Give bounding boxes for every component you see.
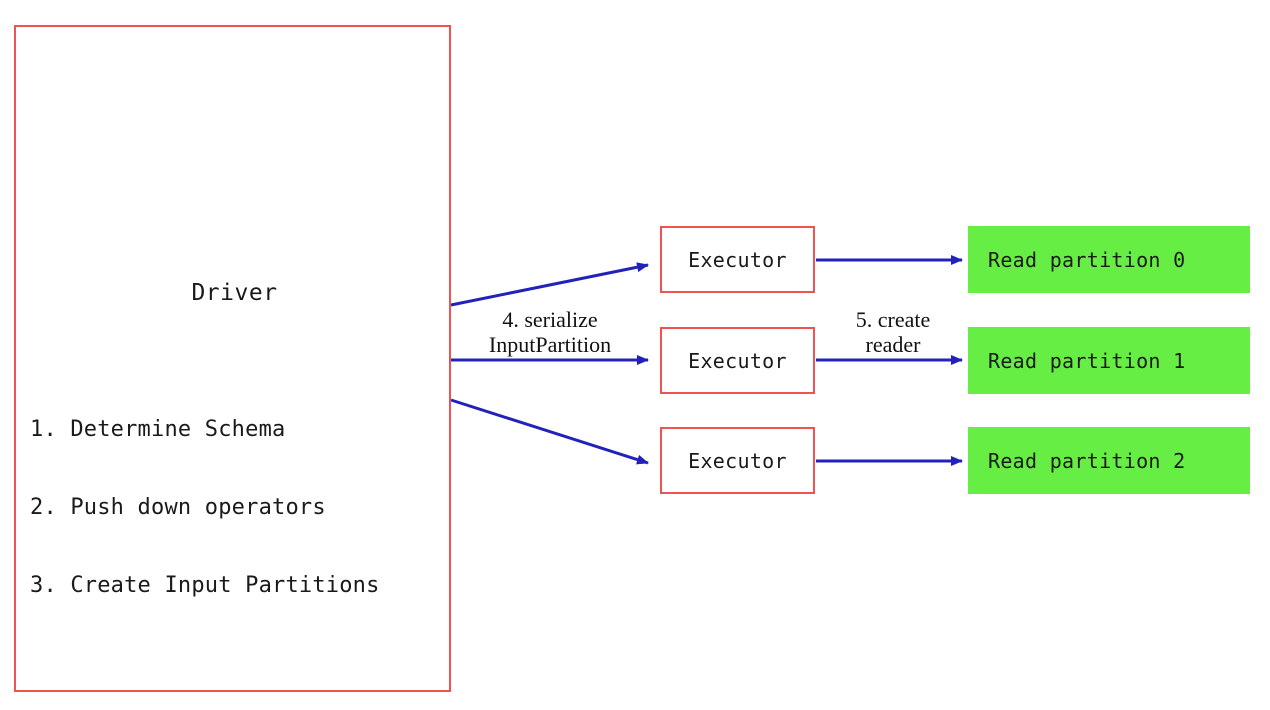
partition-label-2: Read partition 2	[988, 448, 1186, 473]
executor-node-2: Executor	[660, 427, 815, 494]
partition-node-0: Read partition 0	[968, 226, 1250, 293]
edge-label-serialize-line1: 4. serialize	[502, 307, 598, 332]
driver-node: Driver 1. Determine Schema 2. Push down …	[14, 25, 451, 692]
partition-node-1: Read partition 1	[968, 327, 1250, 394]
edge-label-create-reader-line1: 5. create	[855, 307, 931, 332]
executor-label-1: Executor	[688, 348, 787, 373]
executor-node-0: Executor	[660, 226, 815, 293]
executor-node-1: Executor	[660, 327, 815, 394]
arrow-driver-to-executor-0	[450, 262, 649, 307]
arrow-driver-to-executor-2	[450, 398, 649, 465]
partition-label-1: Read partition 1	[988, 348, 1186, 373]
edge-label-serialize: 4. serialize InputPartition	[460, 307, 640, 357]
driver-step-3: 3. Create Input Partitions	[30, 573, 380, 598]
driver-step-2: 2. Push down operators	[30, 495, 326, 520]
edge-label-create-reader-line2: reader	[865, 332, 921, 357]
partition-label-0: Read partition 0	[988, 247, 1186, 272]
driver-step-1: 1. Determine Schema	[30, 417, 286, 442]
edge-label-create-reader: 5. create reader	[833, 307, 953, 357]
partition-node-2: Read partition 2	[968, 427, 1250, 494]
driver-steps-list: 1. Determine Schema 2. Push down operato…	[30, 365, 380, 651]
driver-title: Driver	[191, 280, 278, 306]
executor-label-2: Executor	[688, 448, 787, 473]
edge-label-serialize-line2: InputPartition	[488, 332, 612, 357]
executor-label-0: Executor	[688, 247, 787, 272]
